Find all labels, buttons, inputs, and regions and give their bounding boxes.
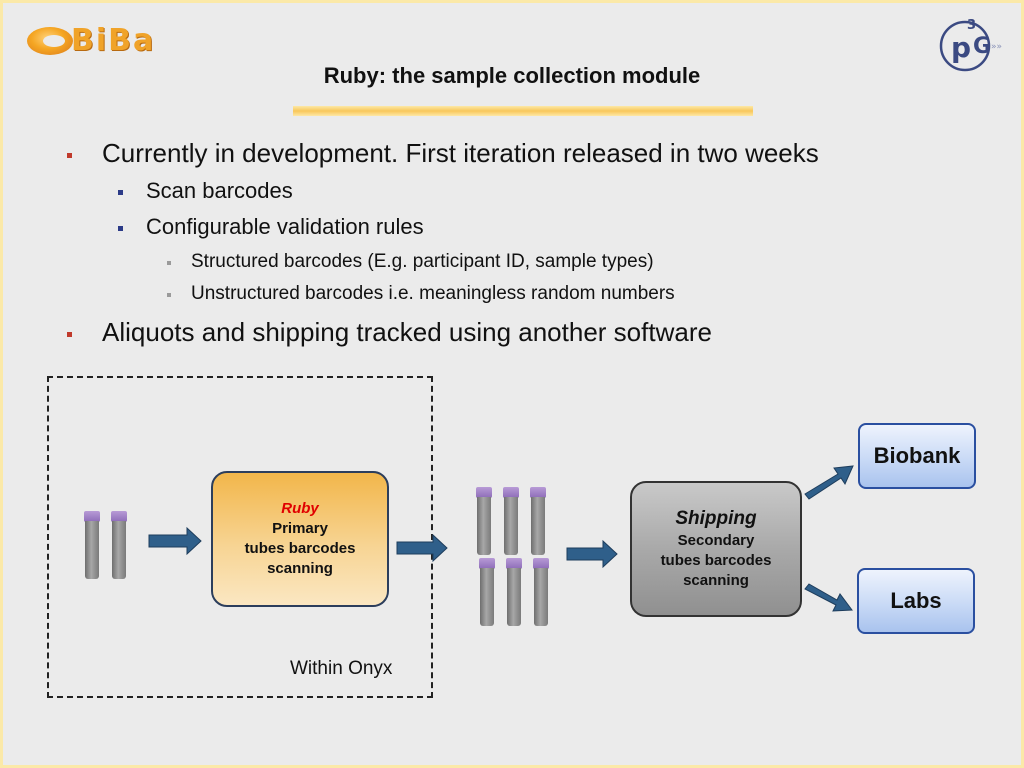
svg-text:p: p [951,31,971,64]
bullet-text: Scan barcodes [146,178,293,203]
slide: BiBa p 3 G »» Ruby: the sample collectio… [3,3,1021,765]
shipping-box-name: Shipping [675,508,757,529]
sample-tube-icon [111,511,127,581]
ruby-box-line: Primary [272,520,328,537]
biba-logo: BiBa [27,23,191,59]
bullet-marker-icon [167,293,171,297]
biba-ring-icon [27,27,73,55]
flow-arrows [148,465,854,612]
ruby-box-name: Ruby [281,500,319,517]
slide-title: Ruby: the sample collection module [323,63,701,88]
sample-tube-icon [530,487,546,557]
ruby-box-line: scanning [267,560,333,577]
ruby-scanning-box: Ruby Primary tubes barcodes scanning [211,471,389,607]
bullet-marker-icon [118,190,123,195]
bullet-item: Unstructured barcodes i.e. meaningless r… [167,283,675,305]
labs-label: Labs [890,588,942,613]
onyx-boundary-box [47,376,433,698]
bullet-text: Structured barcodes (E.g. participant ID… [191,251,654,272]
bullet-marker-icon [67,153,72,158]
shipping-scanning-box: Shipping Secondary tubes barcodes scanni… [630,481,802,617]
labs-box: Labs [857,568,975,634]
bullet-marker-icon [118,226,123,231]
bullet-marker-icon [67,332,72,337]
biba-logo-text: BiBa [71,23,156,58]
sample-tube-icon [84,511,100,581]
p3g-logo: p 3 G »» [937,13,1007,75]
biobank-box: Biobank [858,423,976,489]
arrow-right-icon [148,526,202,556]
bullet-marker-icon [167,261,171,265]
arrow-down-right-icon [804,583,853,612]
bullet-item: Aliquots and shipping tracked using anot… [67,317,712,348]
shipping-box-line: tubes barcodes [660,552,772,569]
sample-tube-icon [533,558,549,628]
arrow-up-right-icon [804,465,854,500]
bullet-text: Aliquots and shipping tracked using anot… [102,317,712,347]
shipping-box-line: Secondary [677,532,755,549]
bullet-item: Currently in development. First iteratio… [67,138,819,169]
sample-tube-icon [476,487,492,557]
sample-tube-icon [503,487,519,557]
ruby-box-line: tubes barcodes [244,540,356,557]
within-onyx-label: Within Onyx [290,658,393,679]
arrow-right-icon [566,539,618,569]
sample-tube-icon [479,558,495,628]
biobank-label: Biobank [873,443,961,468]
bullet-text: Currently in development. First iteratio… [102,138,819,168]
svg-text:G: G [973,34,991,59]
bullet-text: Configurable validation rules [146,214,424,239]
bullet-text: Unstructured barcodes i.e. meaningless r… [191,283,675,304]
bullet-item: Scan barcodes [118,178,293,204]
sample-tube-icon [506,558,522,628]
arrow-right-icon [396,533,448,563]
svg-text:»»: »» [991,42,1002,52]
bullet-item: Configurable validation rules [118,214,424,240]
svg-text:3: 3 [967,18,976,33]
title-underline-bar [293,106,753,116]
shipping-box-line: scanning [683,572,749,589]
bullet-item: Structured barcodes (E.g. participant ID… [167,251,654,273]
